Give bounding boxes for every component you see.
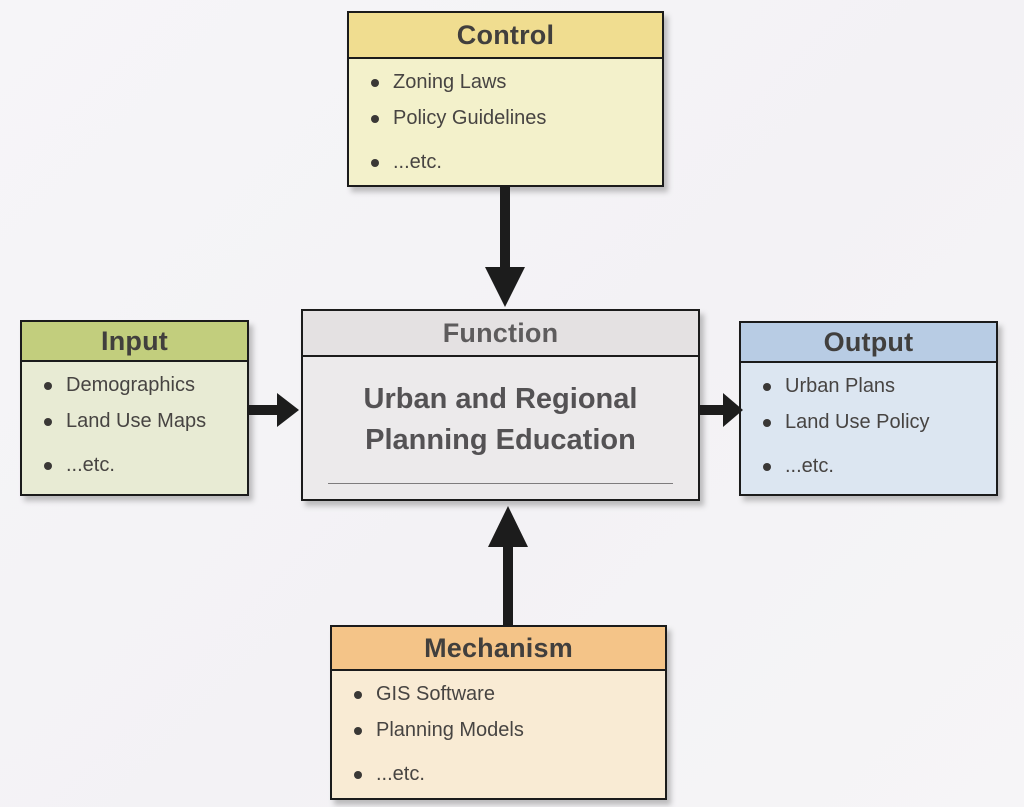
list-item-label: ...etc. [376,763,425,785]
function-box: Function Urban and Regional Planning Edu… [301,309,700,501]
bullet-icon [371,114,379,123]
list-item-label: Demographics [66,374,195,396]
list-item-label: Land Use Maps [66,410,207,432]
input-box-body: Demographics Land Use Maps ...etc. [22,362,247,477]
input-item-list: Demographics Land Use Maps ...etc. [44,374,237,477]
mechanism-to-function-arrow [488,506,528,627]
mechanism-box: Mechanism GIS Software Planning Models .… [330,625,667,800]
list-item: ...etc. [354,763,655,786]
bullet-icon [354,690,362,699]
control-box: Control Zoning Laws Policy Guidelines ..… [347,11,664,187]
bullet-icon [763,462,771,471]
list-item: GIS Software [354,683,655,706]
list-item: Policy Guidelines [371,107,652,130]
function-label-line2: Planning Education [365,424,636,456]
list-item: Planning Models [354,719,655,742]
mechanism-box-title: Mechanism [332,627,665,671]
list-item: ...etc. [763,455,986,478]
list-item-label: Policy Guidelines [393,107,547,129]
list-item: ...etc. [44,454,237,477]
list-item: ...etc. [371,151,652,174]
function-underline [328,483,673,484]
output-box: Output Urban Plans Land Use Policy ...et… [739,321,998,496]
function-box-title: Function [303,311,698,357]
list-item-label: ...etc. [66,454,115,476]
list-item-label: Land Use Policy [785,411,930,433]
list-item: Urban Plans [763,375,986,398]
bullet-icon [44,461,52,470]
input-to-function-arrow [249,393,299,427]
input-box-title: Input [22,322,247,362]
up-arrow-icon [488,506,528,627]
list-item: Land Use Policy [763,411,986,434]
control-box-body: Zoning Laws Policy Guidelines ...etc. [349,59,662,174]
control-to-function-arrow [485,187,525,307]
list-item-label: GIS Software [376,683,495,705]
bullet-icon [354,726,362,735]
function-box-body: Urban and Regional Planning Education [303,357,698,501]
list-item-label: Planning Models [376,719,524,741]
control-box-title: Control [349,13,662,59]
output-box-body: Urban Plans Land Use Policy ...etc. [741,363,996,478]
bullet-icon [371,158,379,167]
mechanism-item-list: GIS Software Planning Models ...etc. [354,683,655,786]
function-to-output-arrow [699,393,743,427]
bullet-icon [44,417,52,426]
bullet-icon [354,770,362,779]
function-label-line1: Urban and Regional [363,383,638,415]
list-item-label: Urban Plans [785,375,896,397]
right-arrow-icon [249,393,299,427]
input-box: Input Demographics Land Use Maps ...etc. [20,320,249,496]
list-item-label: ...etc. [393,151,442,173]
list-item: Demographics [44,374,237,397]
mechanism-box-body: GIS Software Planning Models ...etc. [332,671,665,786]
output-box-title: Output [741,323,996,363]
down-arrow-icon [485,187,525,307]
bullet-icon [763,382,771,391]
control-item-list: Zoning Laws Policy Guidelines ...etc. [371,71,652,174]
bullet-icon [371,78,379,87]
list-item-label: Zoning Laws [393,71,507,93]
list-item: Zoning Laws [371,71,652,94]
list-item-label: ...etc. [785,455,834,477]
bullet-icon [44,381,52,390]
bullet-icon [763,418,771,427]
list-item: Land Use Maps [44,410,237,433]
right-arrow-icon [699,393,743,427]
output-item-list: Urban Plans Land Use Policy ...etc. [763,375,986,478]
